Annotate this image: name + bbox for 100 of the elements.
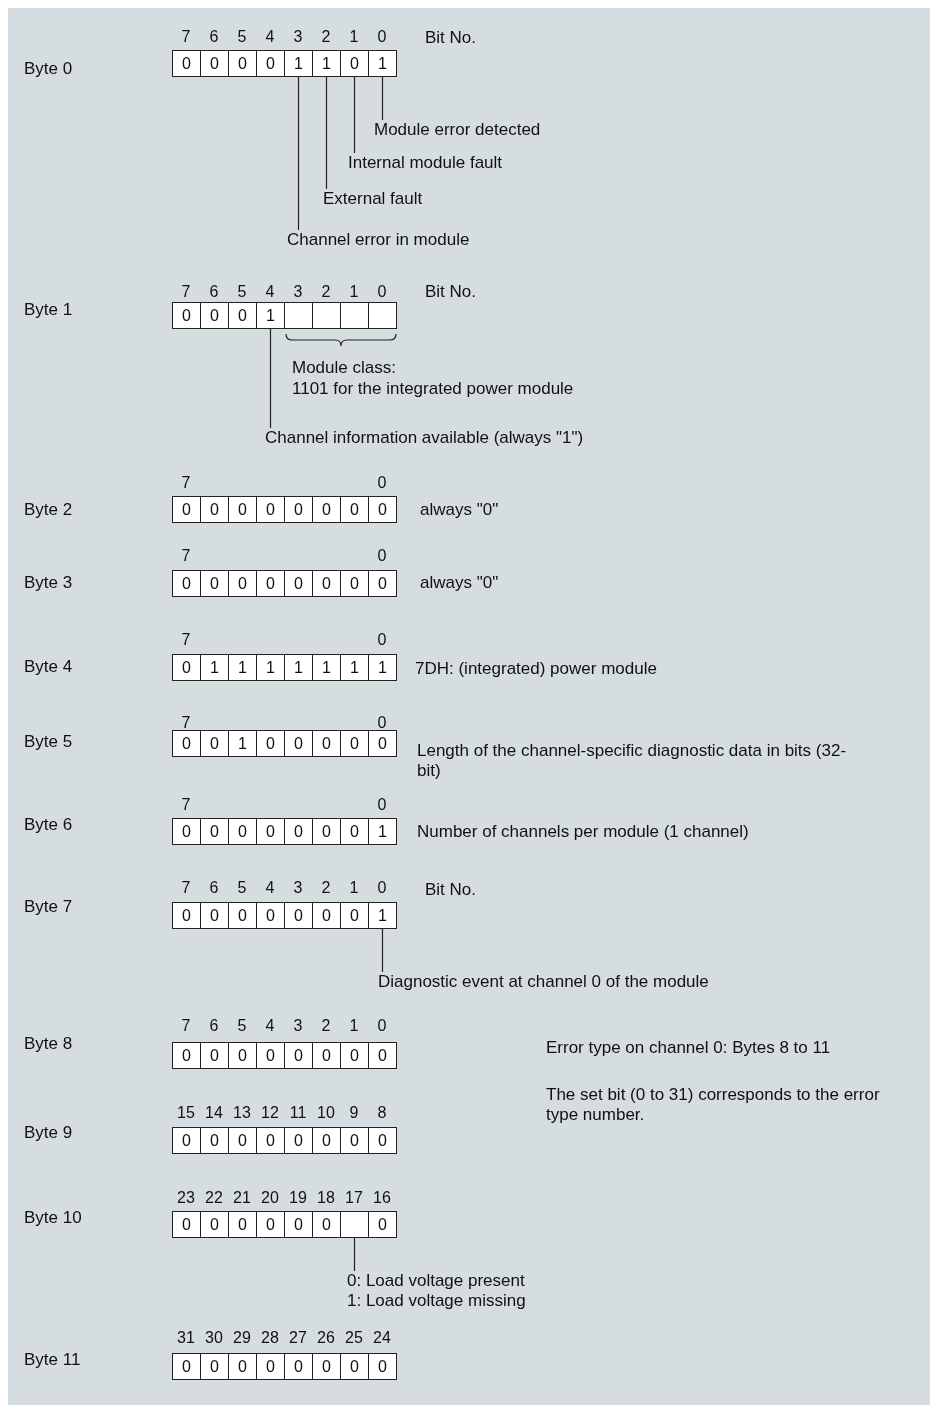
bit-cell: 0 xyxy=(172,1211,201,1238)
bit-number: 21 xyxy=(232,1189,252,1207)
bit-number: 7 xyxy=(180,547,192,565)
bit-number: 2 xyxy=(320,283,332,301)
bit-cell: 0 xyxy=(340,730,369,757)
bit-cell: 0 xyxy=(340,1042,369,1069)
bit-cell: 0 xyxy=(256,818,285,845)
leader-line xyxy=(381,76,384,121)
bit-number: 7 xyxy=(180,631,192,649)
bit-number: 4 xyxy=(264,1017,276,1035)
bit-cell: 0 xyxy=(228,1127,257,1154)
bit-number: 5 xyxy=(236,879,248,897)
bit-number: 0 xyxy=(376,879,388,897)
bit-cell: 0 xyxy=(228,818,257,845)
description-text: 0: Load voltage present xyxy=(347,1271,526,1291)
bit-cell: 0 xyxy=(256,1042,285,1069)
byte-label: Byte 10 xyxy=(24,1208,82,1228)
bit-cell xyxy=(284,302,313,329)
bit-number: 15 xyxy=(176,1104,196,1122)
bit-number: 25 xyxy=(344,1329,364,1347)
byte-label: Byte 1 xyxy=(24,300,73,320)
byte-label: Byte 3 xyxy=(24,573,73,593)
bit-cell: 0 xyxy=(172,902,201,929)
bit-number: 3 xyxy=(292,283,304,301)
bit-number: 7 xyxy=(180,1017,192,1035)
bit-number: 8 xyxy=(376,1104,388,1122)
bit-number: 1 xyxy=(348,283,360,301)
byte-label: Byte 9 xyxy=(24,1123,73,1143)
bit-cell: 0 xyxy=(200,50,229,77)
bit-number: 30 xyxy=(204,1329,224,1347)
bit-cell: 0 xyxy=(200,496,229,523)
bit-cell: 1 xyxy=(228,654,257,681)
bit-number: 7 xyxy=(180,474,192,492)
bit-number: 4 xyxy=(264,283,276,301)
bit-number: 14 xyxy=(204,1104,224,1122)
description-text: 1: Load voltage missing xyxy=(347,1291,526,1311)
bit-cell: 0 xyxy=(228,1353,257,1380)
bit-number: 3 xyxy=(292,879,304,897)
description-text: Error type on channel 0: Bytes 8 to 11 xyxy=(546,1038,831,1058)
bit-number: 0 xyxy=(376,283,388,301)
bit-cell: 0 xyxy=(340,902,369,929)
bit-cell: 0 xyxy=(256,570,285,597)
leader-line xyxy=(381,928,384,973)
bit-number-heading: Bit No. xyxy=(425,28,477,48)
bit-cell: 1 xyxy=(256,302,285,329)
bit-cell: 0 xyxy=(284,1211,313,1238)
bit-cell xyxy=(340,302,369,329)
bit-cell: 0 xyxy=(312,818,341,845)
bit-number-heading: Bit No. xyxy=(425,880,477,900)
bit-cell: 0 xyxy=(200,730,229,757)
bit-cell: 0 xyxy=(172,1127,201,1154)
bit-cell: 0 xyxy=(368,1211,397,1238)
bit-cell: 0 xyxy=(284,1353,313,1380)
bit-number: 7 xyxy=(180,28,192,46)
bit-cell: 1 xyxy=(312,50,341,77)
bit-cell: 0 xyxy=(340,50,369,77)
bit-cell: 0 xyxy=(284,1127,313,1154)
description-text: External fault xyxy=(323,189,423,209)
bit-cell: 0 xyxy=(340,1127,369,1154)
bit-number: 0 xyxy=(376,474,388,492)
bit-cell: 0 xyxy=(256,730,285,757)
bit-cell: 0 xyxy=(284,496,313,523)
bit-cell: 1 xyxy=(312,654,341,681)
bit-number: 11 xyxy=(288,1104,308,1122)
bit-number: 29 xyxy=(232,1329,252,1347)
bit-number: 3 xyxy=(292,28,304,46)
bit-number: 2 xyxy=(320,1017,332,1035)
bit-cell: 0 xyxy=(368,730,397,757)
description-text: Diagnostic event at channel 0 of the module xyxy=(378,972,709,992)
bit-number: 0 xyxy=(376,714,388,732)
bit-cell: 0 xyxy=(200,902,229,929)
bit-number: 26 xyxy=(316,1329,336,1347)
bit-cell: 1 xyxy=(340,654,369,681)
bit-number: 20 xyxy=(260,1189,280,1207)
bit-cell: 1 xyxy=(368,818,397,845)
description-text: 1101 for the integrated power module xyxy=(292,379,574,399)
bit-number: 7 xyxy=(180,879,192,897)
bit-cell: 0 xyxy=(228,496,257,523)
bit-cell: 0 xyxy=(172,1353,201,1380)
byte-label: Byte 6 xyxy=(24,815,73,835)
bit-number: 6 xyxy=(208,1017,220,1035)
bit-number: 13 xyxy=(232,1104,252,1122)
bit-number: 22 xyxy=(204,1189,224,1207)
description-text: Channel error in module xyxy=(287,230,470,250)
bit-cell: 0 xyxy=(172,496,201,523)
bit-cell: 0 xyxy=(200,570,229,597)
bit-cell: 0 xyxy=(284,1042,313,1069)
bit-number: 1 xyxy=(348,879,360,897)
bit-cell: 0 xyxy=(340,496,369,523)
bit-number: 16 xyxy=(372,1189,392,1207)
bit-number: 5 xyxy=(236,283,248,301)
bit-cell: 1 xyxy=(256,654,285,681)
bit-cell: 0 xyxy=(172,570,201,597)
bit-cell: 0 xyxy=(172,654,201,681)
bit-number: 6 xyxy=(208,879,220,897)
byte-label: Byte 7 xyxy=(24,897,73,917)
bit-cell: 0 xyxy=(312,496,341,523)
bit-number: 10 xyxy=(316,1104,336,1122)
bit-number: 19 xyxy=(288,1189,308,1207)
bit-cell: 0 xyxy=(172,302,201,329)
